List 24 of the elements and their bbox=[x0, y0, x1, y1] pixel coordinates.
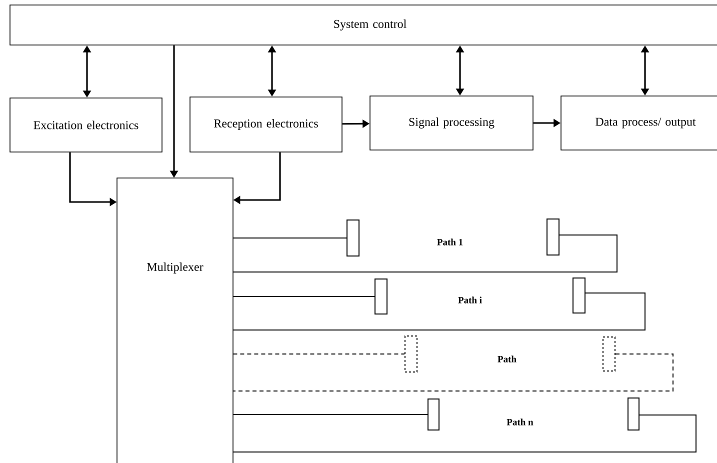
process-box: Data process/ output bbox=[560, 96, 717, 150]
multiplexer-box: Multiplexer bbox=[116, 178, 234, 463]
connector-line bbox=[232, 354, 674, 392]
transducer-box bbox=[346, 220, 360, 256]
path-label: Path bbox=[498, 356, 516, 362]
process-box: Reception electronics bbox=[190, 96, 342, 152]
path-label: Path n bbox=[506, 418, 534, 426]
connector-line bbox=[232, 292, 646, 330]
transducer-box bbox=[602, 336, 616, 372]
path-label: Path i bbox=[458, 296, 482, 304]
process-box: Excitation electronics bbox=[10, 98, 162, 152]
transducer-box bbox=[628, 398, 640, 430]
connector-line bbox=[232, 414, 428, 415]
transducer-box bbox=[428, 398, 440, 430]
control-bar: System control bbox=[10, 4, 717, 46]
path-label: Path 1 bbox=[437, 238, 463, 246]
process-box: Signal processing bbox=[370, 96, 534, 150]
connector-line bbox=[232, 234, 618, 272]
connector-line bbox=[232, 296, 375, 297]
transducer-box bbox=[374, 278, 388, 314]
transducer-box bbox=[404, 336, 418, 372]
transducer-box bbox=[572, 278, 586, 314]
connector-line bbox=[232, 414, 696, 452]
transducer-box bbox=[546, 218, 560, 256]
